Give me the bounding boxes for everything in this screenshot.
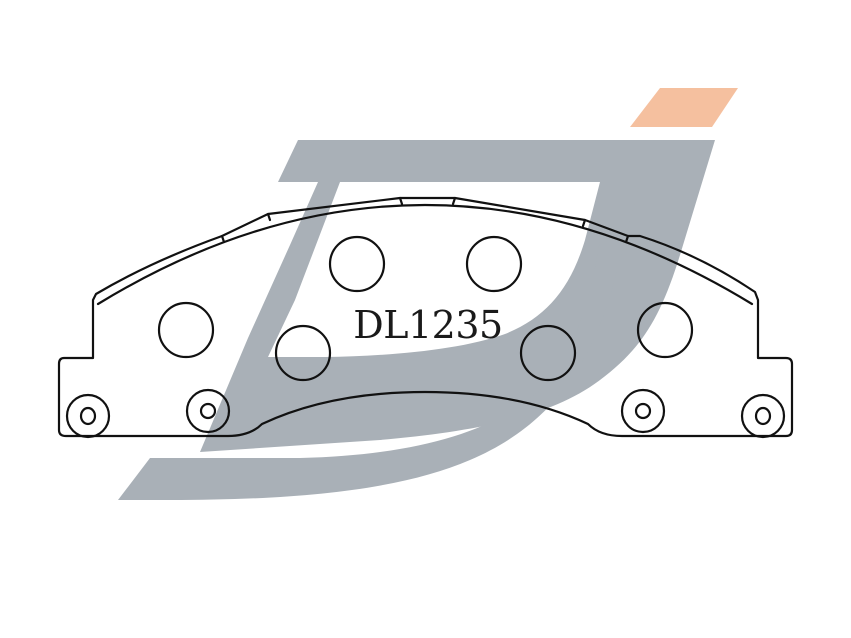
mount-boss-inner [199,402,217,420]
mount-boss-inner [754,406,772,426]
brake-pad-outline [57,196,794,439]
pad-hole [636,301,694,359]
dj-watermark-logo [118,88,738,500]
wear-step-top [398,196,457,206]
mount-boss-outer [185,388,231,434]
pad-hole [519,324,577,382]
wear-step-center-right [581,218,587,228]
mount-boss-outer [740,393,786,439]
part-number-label: DL1235 [353,303,502,347]
backing-plate-outline [57,196,794,438]
mount-boss-outer [65,393,111,439]
logo-accent-shape [630,88,738,127]
wear-step-left [220,234,226,244]
pad-hole [157,301,215,359]
pad-hole [465,235,523,293]
logo-d-shape [200,140,715,452]
mount-boss-inner [634,402,652,420]
mount-boss-inner [79,406,97,426]
wear-step-right [624,234,630,244]
friction-material-outline [96,203,754,306]
logo-j-tail [118,182,640,500]
pad-hole [274,324,332,382]
pad-hole [328,235,386,293]
wear-step-center-left [266,212,272,222]
mount-boss-outer [620,388,666,434]
